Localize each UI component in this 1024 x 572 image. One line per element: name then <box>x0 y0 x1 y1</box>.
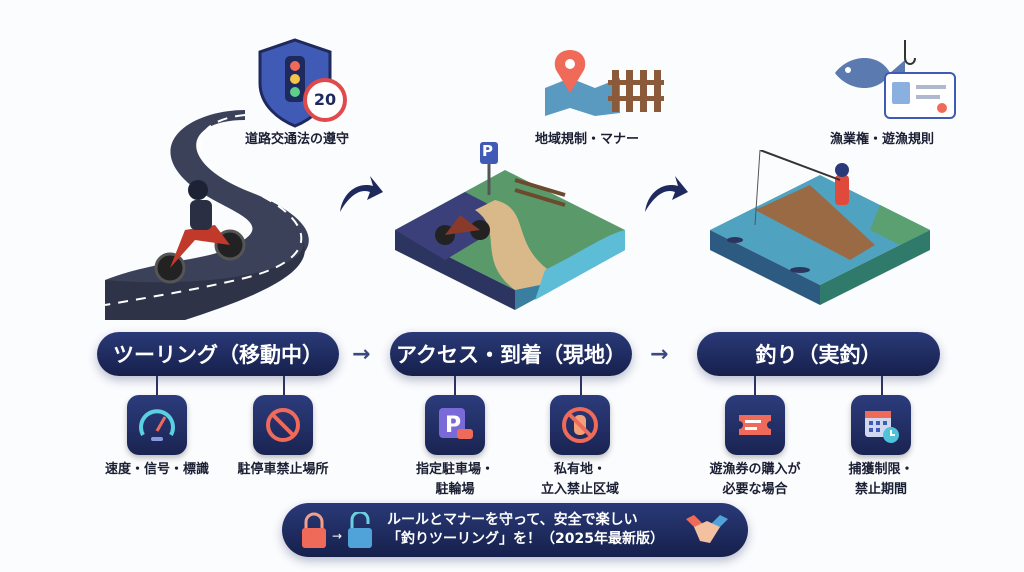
item-label: 速度・信号・標識 <box>104 462 209 477</box>
stage-touring: ツーリング（移動中） <box>97 332 339 376</box>
item-label: 私有地・立入禁止区域 <box>540 462 619 497</box>
map-pin-fence-icon <box>545 50 664 116</box>
connector <box>283 376 285 396</box>
parking-icon: P <box>425 395 485 455</box>
touring-road-illustration <box>104 110 309 320</box>
speedometer-icon <box>127 395 187 455</box>
shield-traffic-light-icon <box>258 38 347 128</box>
motorcycle-rider-icon <box>154 180 246 284</box>
stage-access: アクセス・到着（現地） <box>390 332 632 376</box>
no-parking-icon <box>253 395 313 455</box>
speed-limit-sign: 20 <box>313 90 337 109</box>
label-local-rules: 地域規制・マナー <box>535 132 640 147</box>
item-label: 捕獲制限・禁止期間 <box>848 462 914 497</box>
svg-text:→: → <box>332 529 342 543</box>
summary-banner: → ルールとマナーを守って、安全で楽しい「釣りツーリング」を！（2025年最新版… <box>282 503 748 557</box>
ticket-icon <box>725 395 785 455</box>
fish-license-icon <box>835 40 956 119</box>
connector <box>156 376 158 396</box>
stage-fishing: 釣り（実釣） <box>697 332 940 376</box>
flow-arrow-icon: → <box>352 342 371 367</box>
connector <box>754 376 756 396</box>
item-label: 指定駐車場・駐輪場 <box>415 462 494 497</box>
fishing-area-illustration <box>710 150 930 305</box>
handshake-icon <box>686 515 728 543</box>
banner-line-1: ルールとマナーを守って、安全で楽しい <box>387 512 638 528</box>
access-area-illustration <box>395 142 625 310</box>
curved-arrow-icon <box>645 176 688 212</box>
banner-line-2: 「釣りツーリング」を！（2025年最新版） <box>387 531 664 547</box>
connector <box>580 376 582 396</box>
item-label: 遊漁券の購入が必要な場合 <box>709 462 801 497</box>
connector <box>881 376 883 396</box>
connector <box>454 376 456 396</box>
flow-arrow-icon: → <box>650 342 669 367</box>
lock-unlock-icon: → <box>302 512 372 548</box>
no-entry-hand-icon <box>550 395 610 455</box>
item-label: 駐停車禁止場所 <box>237 462 329 477</box>
parking-sign: P <box>482 142 493 160</box>
label-fishing-rules: 漁業権・遊漁規則 <box>830 132 935 147</box>
calendar-clock-icon <box>851 395 911 455</box>
curved-arrow-icon <box>340 176 383 212</box>
label-traffic-law: 道路交通法の遵守 <box>245 132 350 147</box>
